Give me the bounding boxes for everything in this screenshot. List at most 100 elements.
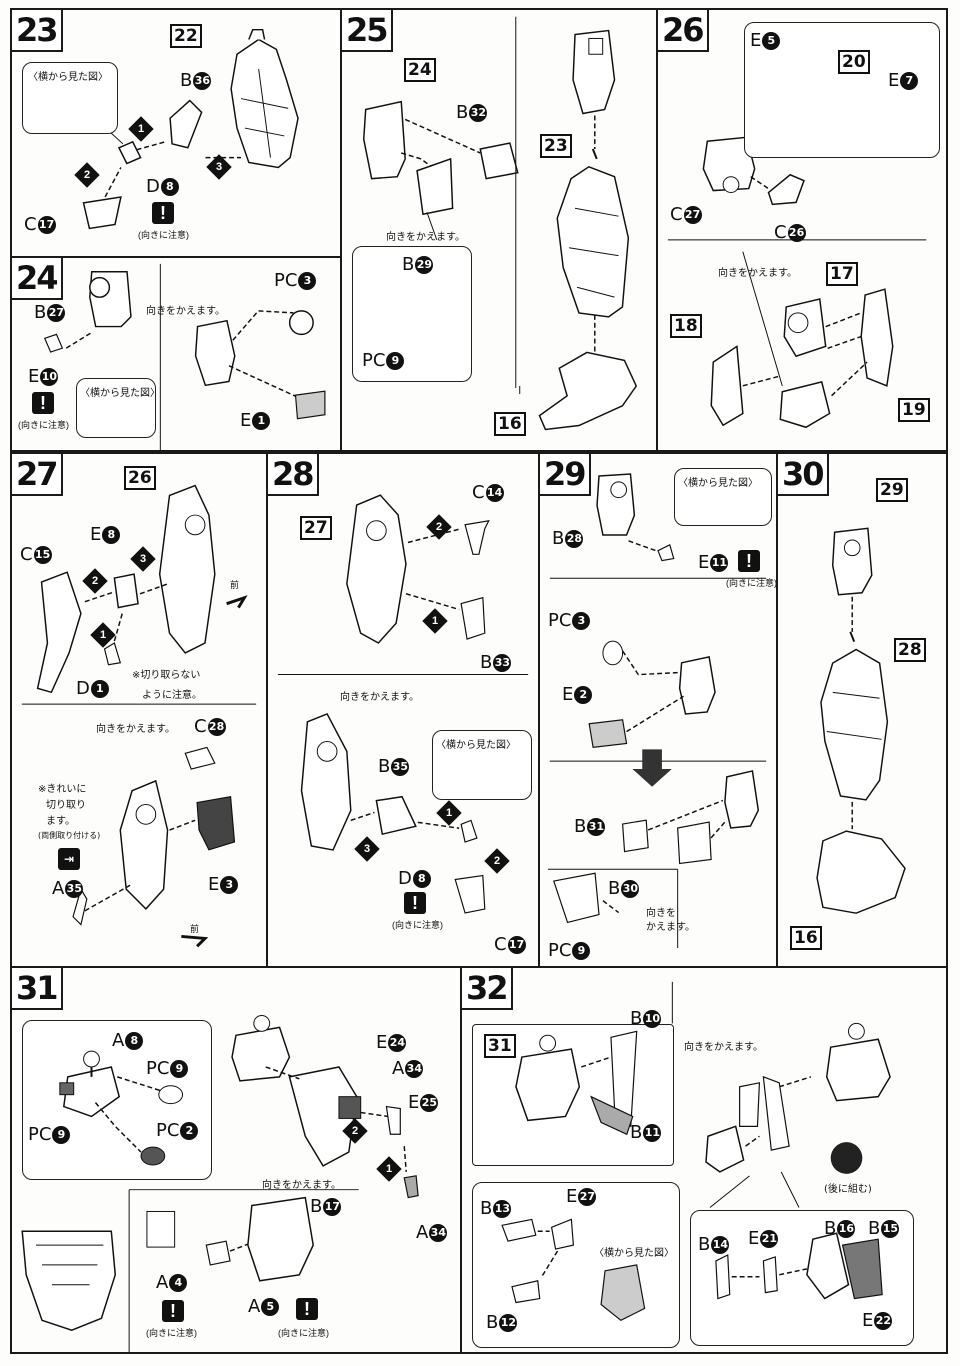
side-view-label: 〈横から見た図〉 xyxy=(678,478,758,489)
turn-note-1: 向きを xyxy=(646,908,676,919)
assemble-later: (後に組む) xyxy=(824,1184,872,1195)
side-view-bubble xyxy=(76,378,156,438)
ref-22: 22 xyxy=(170,24,202,48)
turn-note: 向きをかえます。 xyxy=(146,306,225,317)
detail-bubble xyxy=(352,246,472,382)
turn-note: 向きをかえます。 xyxy=(340,692,419,703)
side-view-bubble xyxy=(432,730,532,800)
ref-27: 27 xyxy=(300,516,332,540)
ref-28: 28 xyxy=(894,638,926,662)
side-view-label: 〈横から見た図〉 xyxy=(28,72,108,83)
note-both-sides: (両側取り付ける) xyxy=(38,831,101,840)
step-number: 24 xyxy=(12,258,63,300)
warning-icon-2: ! xyxy=(296,1298,318,1320)
ref-18: 18 xyxy=(670,314,702,338)
warning-caption: (向きに注意) xyxy=(138,230,189,240)
ref-31: 31 xyxy=(484,1034,516,1058)
ref-24: 24 xyxy=(404,58,436,82)
note-no-cut: ※切り取らない xyxy=(132,670,201,681)
order-3: 3 xyxy=(354,836,380,862)
step-number: 26 xyxy=(658,10,709,52)
turn-note: 向きをかえます。 xyxy=(96,724,175,735)
step-number: 31 xyxy=(12,968,63,1010)
order-2: 2 xyxy=(74,162,100,188)
turn-note: 向きをかえます。 xyxy=(386,232,465,243)
warning-icon: ! xyxy=(738,550,760,572)
ref-16: 16 xyxy=(494,412,526,436)
side-view-label: 〈横から見た図〉 xyxy=(436,740,516,751)
warning-caption: (向きに注意) xyxy=(18,420,69,430)
side-view-bubble xyxy=(674,468,772,526)
warning-icon: ! xyxy=(404,892,426,914)
warning-caption: (向きに注意) xyxy=(392,920,443,930)
step-30-panel: 30 29 28 16 xyxy=(776,452,948,968)
order-1: 1 xyxy=(422,608,448,634)
turn-note: 向きをかえます。 xyxy=(684,1042,763,1053)
side-view-bubble xyxy=(22,62,118,134)
ref-19: 19 xyxy=(898,398,930,422)
ref-16: 16 xyxy=(790,926,822,950)
order-1: 1 xyxy=(128,116,154,142)
note-careful: ように注意。 xyxy=(142,690,202,701)
note-clean-cut: ※きれいに xyxy=(38,784,87,795)
order-3: 3 xyxy=(206,154,232,180)
step-number: 27 xyxy=(12,454,63,496)
ref-23: 23 xyxy=(540,134,572,158)
order-2: 2 xyxy=(426,514,452,540)
ref-20: 20 xyxy=(838,50,870,74)
order-2: 2 xyxy=(82,568,108,594)
warning-caption-2: (向きに注意) xyxy=(278,1328,329,1338)
turn-note: 向きをかえます。 xyxy=(262,1180,341,1191)
front-label: 前 xyxy=(230,580,240,590)
turn-note: 向きをかえます。 xyxy=(718,268,797,279)
side-view-label: 〈横から見た図〉 xyxy=(80,388,160,399)
note-cut: 切り取り xyxy=(46,800,86,811)
